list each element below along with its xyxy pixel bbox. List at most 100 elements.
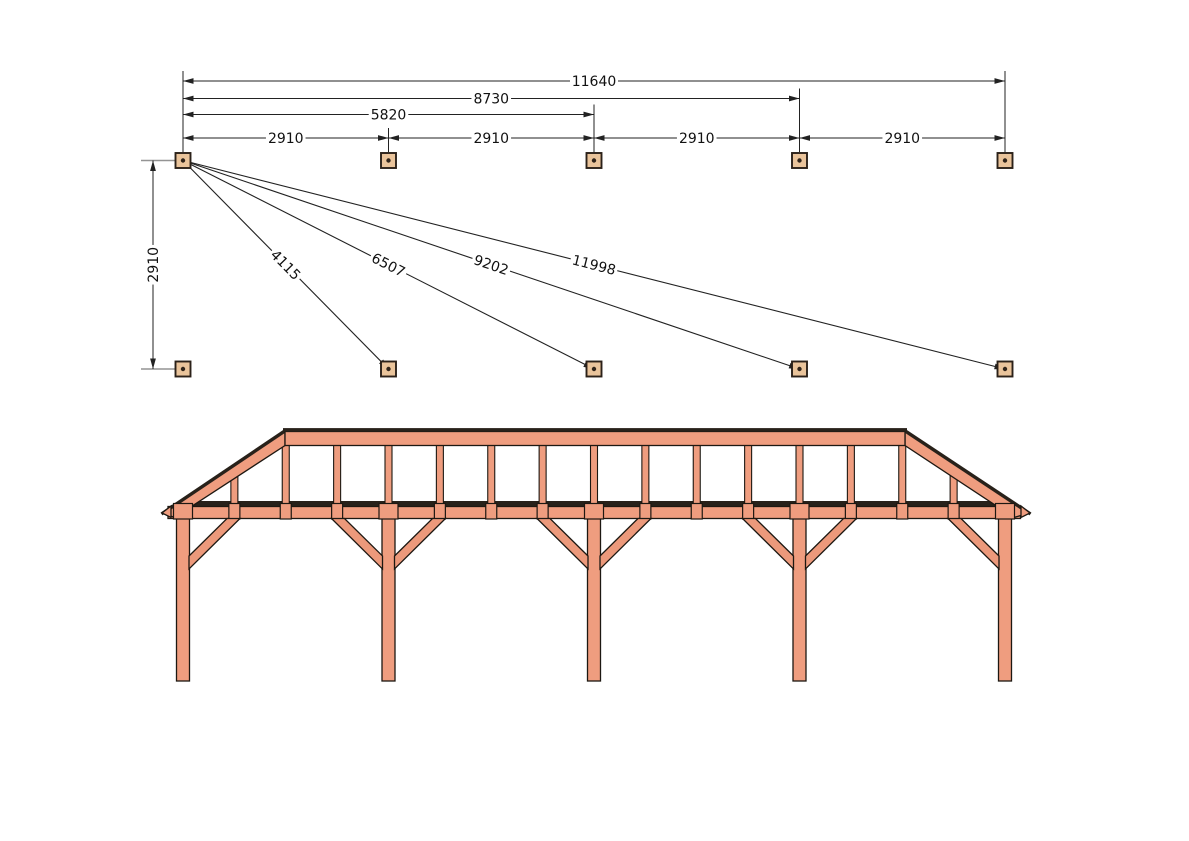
brace [329, 517, 384, 571]
dimension-label-mask [367, 248, 410, 282]
stud-block [896, 502, 909, 520]
post-marker-dot [591, 366, 597, 372]
dimension-label-mask [882, 129, 923, 147]
post-cap-block [994, 502, 1016, 520]
brace [740, 517, 795, 571]
dimension-label-mask [144, 244, 162, 285]
elevation-view [160, 428, 1032, 682]
stud-block [331, 502, 344, 520]
ridge-beam [284, 430, 906, 447]
dimension-label-text: 2910 [679, 131, 715, 147]
horizontal-dimension-label: 2910 [676, 129, 717, 147]
stud-block [228, 502, 241, 520]
post-marker [791, 152, 808, 169]
post-cap-block [583, 502, 605, 520]
brace [946, 517, 1000, 571]
dimension-label-mask [469, 250, 513, 279]
dimension-label-text: 8730 [473, 92, 509, 108]
dimension-arrowhead [183, 78, 194, 84]
post-cap-block [172, 502, 194, 520]
dimension-label-text: 11640 [572, 74, 617, 90]
dimension-label-mask [471, 129, 512, 147]
dimension-label-mask [568, 250, 620, 279]
dimension-label-text: 5820 [371, 108, 407, 124]
post-marker-dot [797, 158, 802, 163]
stud-block [844, 502, 857, 520]
dimension-label-text: 2910 [268, 131, 304, 147]
diagonal-dimension-label: 11998 [568, 250, 620, 279]
dimension-arrowhead [594, 135, 605, 141]
dimension-label-text: 6507 [369, 250, 408, 280]
horizontal-dimension-label: 5820 [368, 106, 409, 124]
dimension-arrowhead [789, 135, 800, 141]
stud-block [536, 502, 549, 520]
dimension-arrowhead [183, 111, 194, 118]
roof-edge-line-left [160, 428, 288, 516]
post-cap-block [378, 502, 399, 520]
post [792, 517, 807, 682]
brace [188, 517, 242, 571]
brace [599, 517, 653, 571]
dimension-arrowhead [183, 95, 194, 102]
dimension-arrowhead [583, 135, 594, 141]
dimension-label-mask [676, 129, 717, 147]
post-marker [585, 360, 603, 378]
dimension-label-mask [266, 244, 306, 285]
dimension-arrowhead [994, 78, 1005, 84]
post-marker [380, 360, 397, 378]
dimension-label-mask [570, 72, 618, 90]
post-marker-dot [386, 158, 391, 163]
dimension-arrowhead [378, 135, 389, 141]
dimension-arrowhead [799, 135, 810, 141]
dimension-label-text: 2910 [473, 131, 509, 147]
post-marker [174, 152, 192, 169]
post-marker-dot [591, 158, 597, 163]
diagonal-dimension-label: 6507 [367, 248, 410, 282]
post [586, 517, 602, 682]
dimension-arrowhead [388, 135, 399, 141]
stud-block [639, 502, 652, 520]
post-marker [585, 152, 603, 169]
post-marker-dot [386, 366, 391, 372]
brace [804, 517, 859, 571]
dimension-label-text: 11998 [570, 252, 617, 278]
roof-edge-line-top [283, 428, 907, 432]
horizontal-dimension-label: 11640 [570, 72, 618, 90]
horizontal-dimension-label: 2910 [265, 129, 306, 147]
dimension-arrowhead [150, 358, 156, 369]
post-marker [791, 360, 808, 378]
eave-cap-right [1020, 504, 1032, 519]
post-marker [174, 360, 192, 378]
dimension-label-mask [471, 90, 512, 107]
post-marker [996, 152, 1014, 169]
post [997, 517, 1013, 682]
post-marker-dot [1002, 366, 1008, 372]
post [175, 517, 191, 682]
stud-block [485, 502, 498, 520]
stud-block [433, 502, 446, 520]
stud-block [947, 502, 960, 520]
post-marker-dot [797, 366, 802, 372]
horizontal-dimension-label: 2910 [471, 129, 512, 147]
stud-block [279, 502, 292, 520]
dimension-label-text: 2910 [884, 131, 920, 147]
dimension-arrowhead [994, 135, 1005, 141]
stud-block [690, 502, 703, 520]
diagonal-dimension-label: 9202 [469, 250, 513, 279]
post-marker-dot [180, 158, 186, 163]
stud-block [742, 502, 755, 520]
dimension-label-text: 9202 [471, 252, 510, 279]
dimension-label-mask [368, 106, 409, 123]
post-cap-block [789, 502, 810, 520]
dimension-arrowhead [183, 135, 194, 141]
dimension-label-mask [265, 129, 306, 147]
post-marker-dot [180, 366, 186, 372]
dimension-arrowhead [150, 160, 156, 171]
post [381, 517, 396, 682]
vertical-dimension-label: 2910 [144, 244, 162, 285]
post-marker-dot [1002, 158, 1008, 163]
horizontal-dimension-label: 8730 [471, 90, 512, 108]
